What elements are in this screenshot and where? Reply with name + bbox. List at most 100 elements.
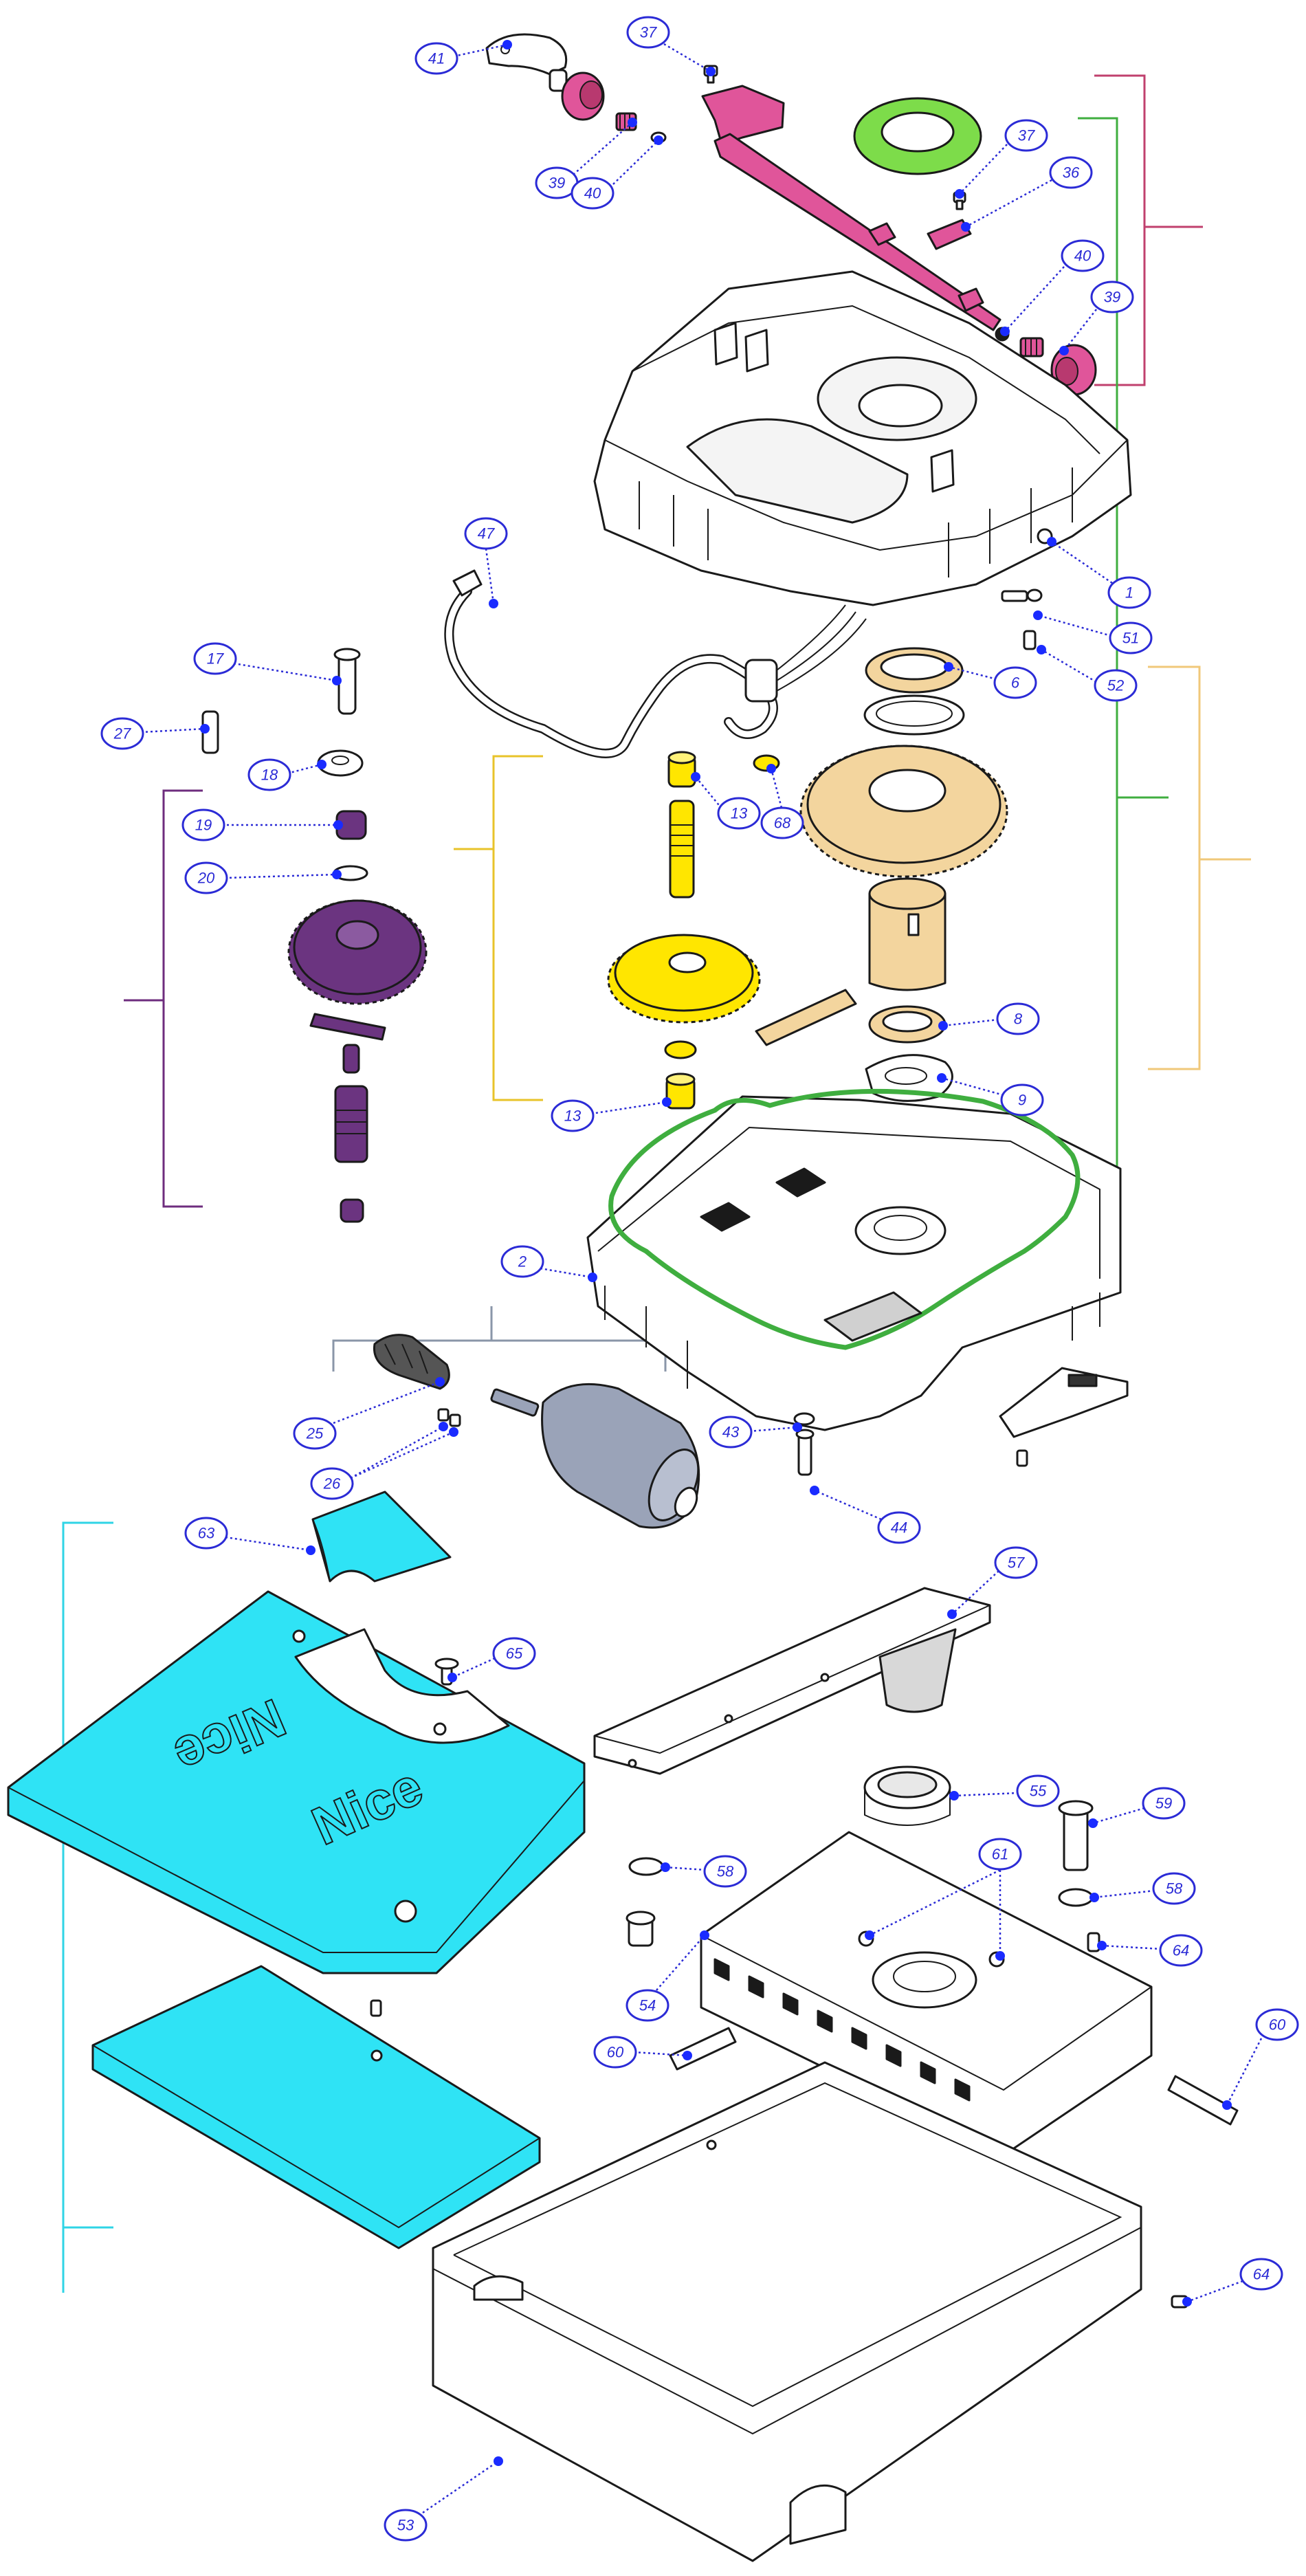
upper-housing-dome-hole <box>858 384 943 428</box>
callout-label: 65 <box>506 1645 523 1662</box>
washer-yellow <box>664 1040 697 1059</box>
purple-cap <box>340 1198 364 1223</box>
bearing-6-hole <box>880 653 949 681</box>
upper-housing <box>593 270 1132 606</box>
lower-housing-body <box>586 1095 1122 1431</box>
callout-label: 8 <box>1014 1011 1023 1028</box>
washer-58-right <box>1058 1888 1094 1907</box>
callout-label: 54 <box>639 1997 656 2014</box>
bearing-8-hole <box>882 1011 933 1033</box>
callout-label: 51 <box>1122 630 1139 647</box>
callout-label: 40 <box>1074 247 1092 265</box>
washer-6 <box>863 694 965 736</box>
lower-housing-rim <box>597 1126 1100 1279</box>
purple-worm-shaft <box>334 1085 368 1163</box>
purple-key <box>309 1013 386 1041</box>
shaft-bracket <box>701 85 785 146</box>
callout-40: 40 <box>571 135 663 210</box>
cable-wires <box>776 604 867 692</box>
spring-40-right <box>1019 337 1044 357</box>
pin-60-right <box>1167 2075 1239 2126</box>
pinion-teeth <box>670 824 694 857</box>
output-shaft <box>868 892 947 991</box>
output-shaft-top <box>868 877 947 910</box>
callout-label: 64 <box>1253 2266 1270 2283</box>
mount-bar-57-hole-2 <box>820 1673 830 1682</box>
callout-25: 25 <box>293 1377 445 1450</box>
callout-51: 51 <box>1033 610 1153 654</box>
callout-label: 1 <box>1125 584 1133 602</box>
callout-label: 37 <box>1018 127 1035 144</box>
mount-bar-57-cone <box>878 1628 957 1713</box>
washer-6-hole <box>876 701 953 727</box>
callout-36: 36 <box>961 156 1093 232</box>
callout-6: 6 <box>944 662 1037 699</box>
cover-screw <box>370 1999 382 2017</box>
lower-housing-bearing-seat <box>854 1206 947 1255</box>
callout-label: 60 <box>607 2044 624 2061</box>
callout-label: 20 <box>197 870 215 887</box>
callout-37: 37 <box>955 119 1048 199</box>
callout-59: 59 <box>1088 1787 1186 1828</box>
pink-group-bracket <box>1094 74 1203 386</box>
callout-19: 19 <box>181 808 343 841</box>
tray-53-inner <box>453 2082 1122 2408</box>
tray-53-notch-left <box>473 2275 524 2301</box>
callout-64: 64 <box>1097 1934 1203 1967</box>
cyan-group-bracket <box>62 1521 113 2293</box>
purple-worm-teeth <box>335 1110 367 1134</box>
motor-assembly <box>373 1334 815 1529</box>
callout-label: 44 <box>891 1519 907 1537</box>
callout-39: 39 <box>535 118 637 199</box>
callout-54: 54 <box>626 1930 709 2022</box>
callout-58: 58 <box>1089 1872 1196 1905</box>
plate-9-hole <box>885 1067 927 1085</box>
small-parts-51-52 <box>1001 588 1043 650</box>
main-cover-hole-2 <box>433 1722 447 1736</box>
callout-label: 39 <box>549 175 565 192</box>
yellow-gear-hub <box>668 951 707 973</box>
base-frame-bearing <box>872 1951 977 2009</box>
callout-label: 6 <box>1011 674 1020 692</box>
cable-loop-inner <box>445 588 777 757</box>
base-frame-edge <box>700 1935 1152 2091</box>
callout-layer: 41 37 39 40 37 <box>100 16 1299 2542</box>
callout-65: 65 <box>447 1637 536 1682</box>
callout-label: 25 <box>306 1425 324 1442</box>
main-cover-hole-1 <box>292 1629 306 1643</box>
callout-55: 55 <box>949 1774 1060 1807</box>
base-frame-bearing-hole <box>893 1961 956 1992</box>
callout-27: 27 <box>100 717 210 750</box>
callout-label: 55 <box>1030 1783 1047 1800</box>
bolt-59-head <box>1058 1800 1094 1816</box>
callout-label: 53 <box>397 2517 414 2534</box>
screw-26-a <box>437 1408 450 1422</box>
callout-57: 57 <box>947 1546 1038 1619</box>
cable-loop <box>444 586 778 758</box>
callout-label: 41 <box>428 50 445 67</box>
mount-bar-57-edge <box>594 1605 990 1754</box>
pin-17 <box>337 652 357 715</box>
callout-label: 64 <box>1173 1942 1189 1959</box>
callout-label: 26 <box>323 1475 341 1493</box>
bushing-13-bottom-cap <box>665 1072 696 1086</box>
pin-60-left <box>669 2027 737 2071</box>
washer-43 <box>793 1412 815 1426</box>
callout-label: 60 <box>1269 2016 1286 2034</box>
callout-label: 9 <box>1018 1092 1026 1109</box>
pin-54-cap <box>626 1911 656 1926</box>
callout-label: 17 <box>207 650 224 668</box>
knob-39-left-face <box>579 80 603 109</box>
lower-cover-hole <box>370 2049 383 2062</box>
upper-housing-tabs <box>713 322 955 493</box>
tray-53-edge <box>432 2227 1142 2435</box>
callout-60: 60 <box>593 2036 692 2069</box>
part-51-ring <box>1026 588 1043 602</box>
bushing-13-top-cap <box>667 751 696 764</box>
pin-17-head <box>333 648 361 661</box>
worm-25 <box>373 1334 450 1390</box>
cable-connector <box>744 659 778 703</box>
callout-label: 39 <box>1104 289 1120 306</box>
gear-pin <box>755 989 857 1046</box>
screw-65-head <box>434 1658 459 1670</box>
